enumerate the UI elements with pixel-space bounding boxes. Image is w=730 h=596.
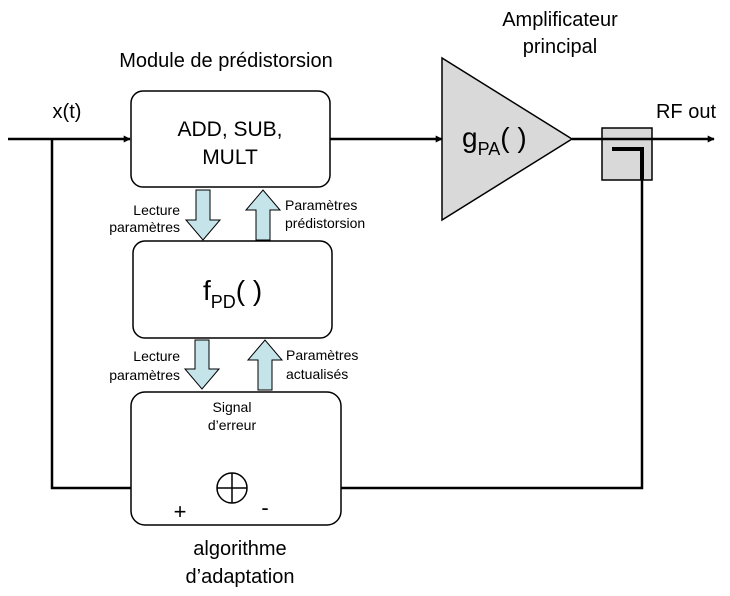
read-params-2-line2: paramètres bbox=[109, 367, 180, 383]
updated-params-line2: actualisés bbox=[286, 366, 348, 382]
ops-label-line2: MULT bbox=[202, 146, 258, 169]
algorithm-title-line1: algorithme bbox=[193, 538, 286, 560]
read-params-2-line1: Lecture bbox=[133, 348, 180, 364]
plus-sign: + bbox=[174, 499, 187, 524]
ops-label-line1: ADD, SUB, bbox=[177, 118, 282, 141]
amplifier-title-line2: principal bbox=[523, 36, 597, 58]
module-title: Module de prédistorsion bbox=[119, 50, 332, 72]
summing-junction bbox=[216, 472, 248, 504]
predistortion-params-line1: Paramètres bbox=[285, 197, 357, 213]
minus-sign: - bbox=[261, 495, 268, 520]
predistortion-params-line2: prédistorsion bbox=[285, 215, 365, 231]
gpa-label: gPA( ) bbox=[462, 122, 527, 159]
amplifier-title-line1: Amplificateur bbox=[502, 9, 618, 31]
power-amplifier bbox=[441, 56, 574, 222]
error-signal-label-line2: d’erreur bbox=[208, 417, 257, 433]
adaptation-algorithm-block bbox=[130, 391, 342, 526]
fpd-label: fPD( ) bbox=[203, 275, 262, 312]
updated-params-line1: Paramètres bbox=[286, 347, 358, 363]
read-params-1-line1: Lecture bbox=[133, 202, 180, 218]
error-signal-label-line1: Signal bbox=[213, 399, 252, 415]
algorithm-title-line2: d’adaptation bbox=[186, 566, 295, 588]
predistortion-params-arrow bbox=[244, 189, 282, 241]
read-params-arrow-1 bbox=[184, 189, 222, 241]
updated-params-arrow bbox=[246, 339, 284, 391]
read-params-arrow-2 bbox=[183, 339, 221, 390]
output-label: RF out bbox=[656, 101, 716, 123]
predistortion-ops-block bbox=[130, 90, 331, 188]
directional-coupler bbox=[601, 127, 653, 181]
output-feedback-line bbox=[254, 149, 644, 492]
input-label: x(t) bbox=[53, 101, 82, 123]
read-params-1-line2: paramètres bbox=[109, 219, 180, 235]
fpd-block bbox=[132, 240, 333, 339]
